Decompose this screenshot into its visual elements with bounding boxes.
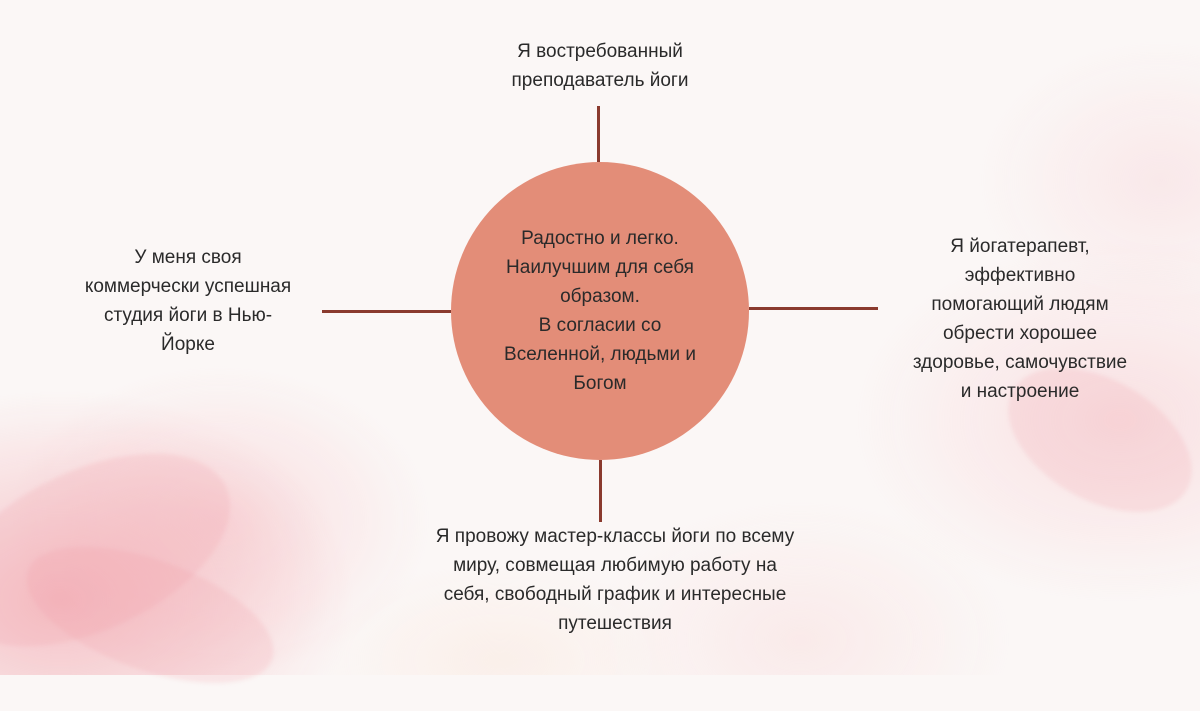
branch-right-label: Я йогатерапевт, эффективно помогающий лю… — [912, 236, 1128, 402]
connector-bottom — [599, 460, 602, 522]
connector-top — [597, 106, 600, 162]
center-circle: Радостно и легко. Наилучшим для себя обр… — [451, 162, 749, 460]
branch-left-label: У меня своя коммерчески успешная студия … — [84, 247, 292, 355]
branch-bottom-label: Я провожу мастер-классы йоги по всему ми… — [435, 526, 795, 634]
connector-right — [749, 307, 878, 310]
center-text: Радостно и легко. Наилучшим для себя обр… — [504, 228, 696, 394]
branch-top-label: Я востребованный преподаватель йоги — [511, 41, 689, 91]
connector-left — [322, 310, 451, 313]
